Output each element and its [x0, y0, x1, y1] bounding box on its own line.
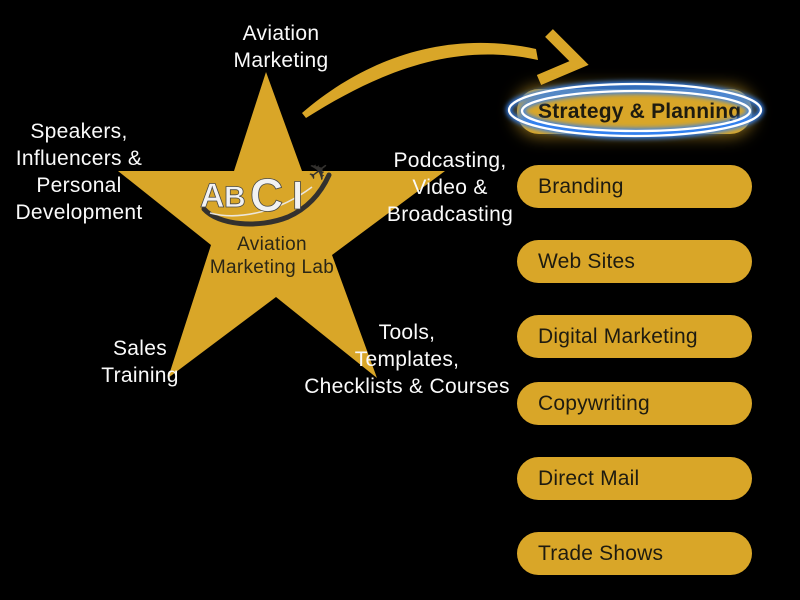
spoke-label-speakers-influencers: Speakers, Influencers & Personal Develop… [15, 120, 143, 224]
menu-item-label: Trade Shows [538, 541, 664, 565]
spoke-label-tools-templates: Tools, Templates, Checklists & Courses [304, 321, 510, 398]
spoke-label-aviation-marketing: Aviation Marketing [233, 22, 329, 72]
menu-item-web-sites[interactable]: Web Sites [517, 240, 752, 283]
menu-item-strategy-planning[interactable]: Strategy & Planning [517, 89, 752, 134]
spoke-label-sales-training: Sales Training [101, 337, 179, 387]
menu-item-branding[interactable]: Branding [517, 165, 752, 208]
star-label-line: Marketing Lab [209, 257, 335, 278]
menu-item-copywriting[interactable]: Copywriting [517, 382, 752, 425]
menu-item-trade-shows[interactable]: Trade Shows [517, 532, 752, 575]
menu-item-label: Copywriting [538, 391, 650, 415]
menu-item-label: Web Sites [538, 249, 636, 273]
menu-item-label: Digital Marketing [538, 324, 698, 348]
star-label-line: Aviation [237, 234, 307, 255]
menu-item-direct-mail[interactable]: Direct Mail [517, 457, 752, 500]
menu-item-label: Strategy & Planning [538, 99, 742, 123]
menu-item-digital-marketing[interactable]: Digital Marketing [517, 315, 752, 358]
star-label: Aviation Marketing Lab [170, 233, 374, 279]
menu-item-label: Direct Mail [538, 466, 640, 490]
menu-item-label: Branding [538, 174, 624, 198]
spoke-label-podcasting-video: Podcasting, Video & Broadcasting [386, 149, 514, 226]
